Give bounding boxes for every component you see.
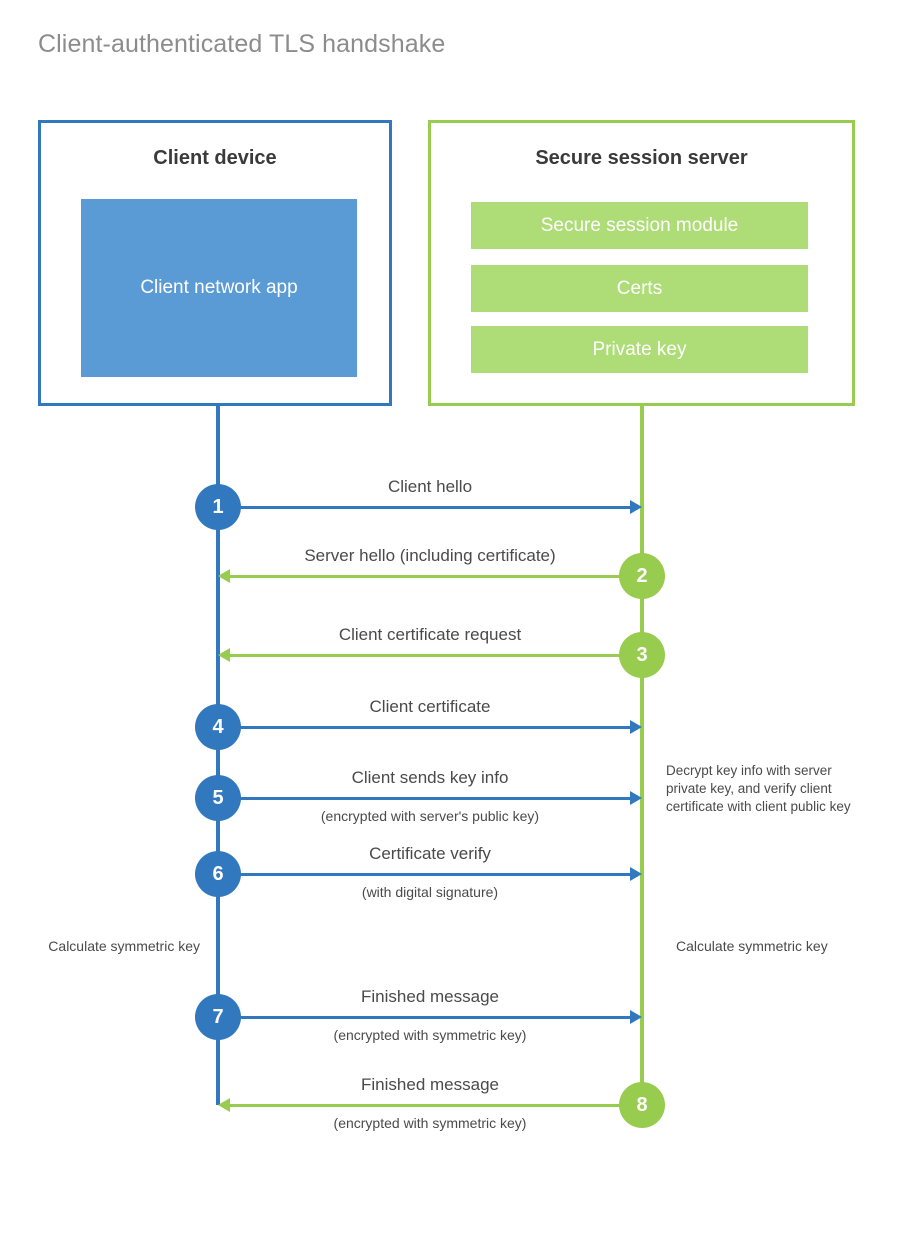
- step-number-badge-6[interactable]: 6: [195, 851, 241, 897]
- secure-session-server-title: Secure session server: [535, 147, 748, 169]
- step-number-badge-7[interactable]: 7: [195, 994, 241, 1040]
- arrowhead-right-icon: [630, 720, 642, 734]
- arrow-line-to-server: [218, 726, 632, 729]
- step-number-badge-1[interactable]: 1: [195, 484, 241, 530]
- client-network-app-block: Client network app: [81, 199, 357, 377]
- message-label: Client sends key info: [351, 768, 509, 787]
- server-lifeline: [640, 405, 644, 1105]
- note-client-calculate-symmetric-key: Calculate symmetric key: [48, 938, 200, 954]
- note-server-decrypt: Decrypt key info with server private key…: [666, 763, 851, 814]
- client-device-title: Client device: [153, 147, 277, 169]
- server-component-private-key: Private key: [471, 326, 808, 373]
- message-label: Client certificate request: [338, 625, 522, 644]
- message-sublabel: (encrypted with server's public key): [320, 808, 540, 824]
- arrowhead-left-icon: [218, 569, 230, 583]
- message-sublabel: (encrypted with symmetric key): [333, 1115, 527, 1131]
- arrow-line-to-server: [218, 506, 632, 509]
- arrow-line-to-client: [228, 1104, 642, 1107]
- arrow-line-to-server: [218, 797, 632, 800]
- message-label: Client hello: [387, 477, 473, 496]
- message-label: Finished message: [361, 1075, 499, 1094]
- step-number-badge-2[interactable]: 2: [619, 553, 665, 599]
- arrow-line-to-server: [218, 873, 632, 876]
- client-device-box: Client device Client network app: [38, 120, 392, 406]
- client-lifeline: [216, 405, 220, 1105]
- arrowhead-left-icon: [218, 1098, 230, 1112]
- note-server-calculate-symmetric-key: Calculate symmetric key: [676, 938, 828, 954]
- step-number-badge-8[interactable]: 8: [619, 1082, 665, 1128]
- page-title: Client-authenticated TLS handshake: [38, 30, 446, 58]
- arrow-line-to-server: [218, 1016, 632, 1019]
- step-number-badge-5[interactable]: 5: [195, 775, 241, 821]
- arrow-line-to-client: [228, 654, 642, 657]
- arrowhead-right-icon: [630, 791, 642, 805]
- server-component-secure-session-module: Secure session module: [471, 202, 808, 249]
- message-label: Finished message: [361, 987, 499, 1006]
- message-label: Server hello (including certificate): [304, 546, 556, 565]
- arrowhead-left-icon: [218, 648, 230, 662]
- step-number-badge-4[interactable]: 4: [195, 704, 241, 750]
- arrowhead-right-icon: [630, 1010, 642, 1024]
- arrowhead-right-icon: [630, 500, 642, 514]
- message-sublabel: (with digital signature): [361, 884, 499, 900]
- step-number-badge-3[interactable]: 3: [619, 632, 665, 678]
- arrow-line-to-client: [228, 575, 642, 578]
- message-label: Certificate verify: [369, 844, 491, 863]
- server-component-certs: Certs: [471, 265, 808, 312]
- arrowhead-right-icon: [630, 867, 642, 881]
- message-sublabel: (encrypted with symmetric key): [333, 1027, 527, 1043]
- message-label: Client certificate: [369, 697, 491, 716]
- secure-session-server-box: Secure session server Secure session mod…: [428, 120, 855, 406]
